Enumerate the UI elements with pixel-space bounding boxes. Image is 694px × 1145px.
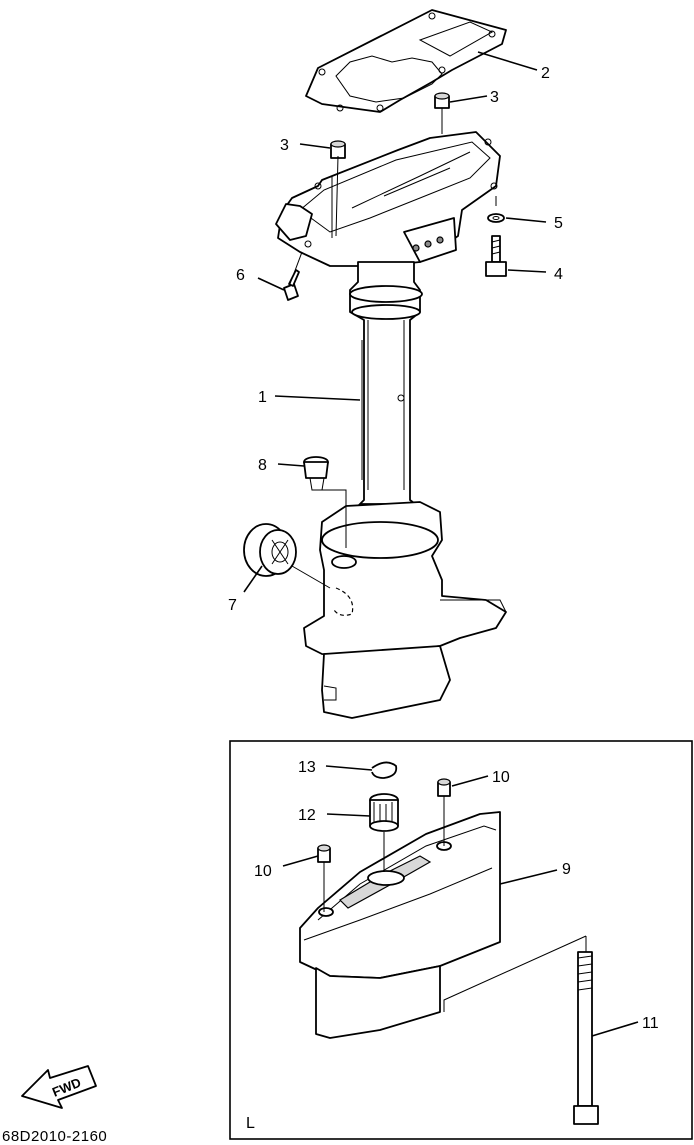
upper-casing-part-1 xyxy=(349,261,423,529)
clip-part-13 xyxy=(371,761,398,779)
collar-part-3-left xyxy=(330,140,346,159)
washer-part-5 xyxy=(487,213,505,223)
callout-9: 9 xyxy=(562,861,571,878)
knob-part-12 xyxy=(369,793,399,872)
inset-box-label: L xyxy=(246,1115,255,1132)
gasket-part-2 xyxy=(305,9,507,113)
grease-nipple-part-6 xyxy=(283,269,300,301)
fwd-arrow-icon: FWD xyxy=(21,1065,97,1109)
callout-7: 7 xyxy=(228,597,237,614)
upper-casing-flange xyxy=(275,131,501,267)
callout-2: 2 xyxy=(541,65,550,82)
extension-housing-part-9 xyxy=(299,811,501,1039)
callout-10-right: 10 xyxy=(492,769,510,786)
leader-lines-inset xyxy=(282,765,639,1037)
page-code: 68D2010-2160 xyxy=(2,1128,108,1145)
callout-4: 4 xyxy=(554,266,563,283)
callout-13: 13 xyxy=(298,759,316,776)
callout-12: 12 xyxy=(298,807,316,824)
collar-part-10-right xyxy=(437,778,451,846)
leader-lines-upper xyxy=(243,51,547,593)
grommet-part-8 xyxy=(303,456,329,491)
callout-8: 8 xyxy=(258,457,267,474)
inset-box xyxy=(229,740,693,1140)
collar-part-3-right xyxy=(434,92,450,109)
callout-10-left: 10 xyxy=(254,863,272,880)
collar-part-10-left xyxy=(317,844,331,912)
callout-3-right: 3 xyxy=(490,89,499,106)
callout-3-left: 3 xyxy=(280,137,289,154)
lower-casing-body xyxy=(303,501,507,719)
callout-1: 1 xyxy=(258,389,267,406)
bolt-part-4 xyxy=(485,235,507,277)
seal-part-7 xyxy=(243,523,297,577)
long-bolt-part-11 xyxy=(443,935,599,1125)
callout-6: 6 xyxy=(236,267,245,284)
callout-5: 5 xyxy=(554,215,563,232)
callout-11: 11 xyxy=(642,1015,659,1032)
